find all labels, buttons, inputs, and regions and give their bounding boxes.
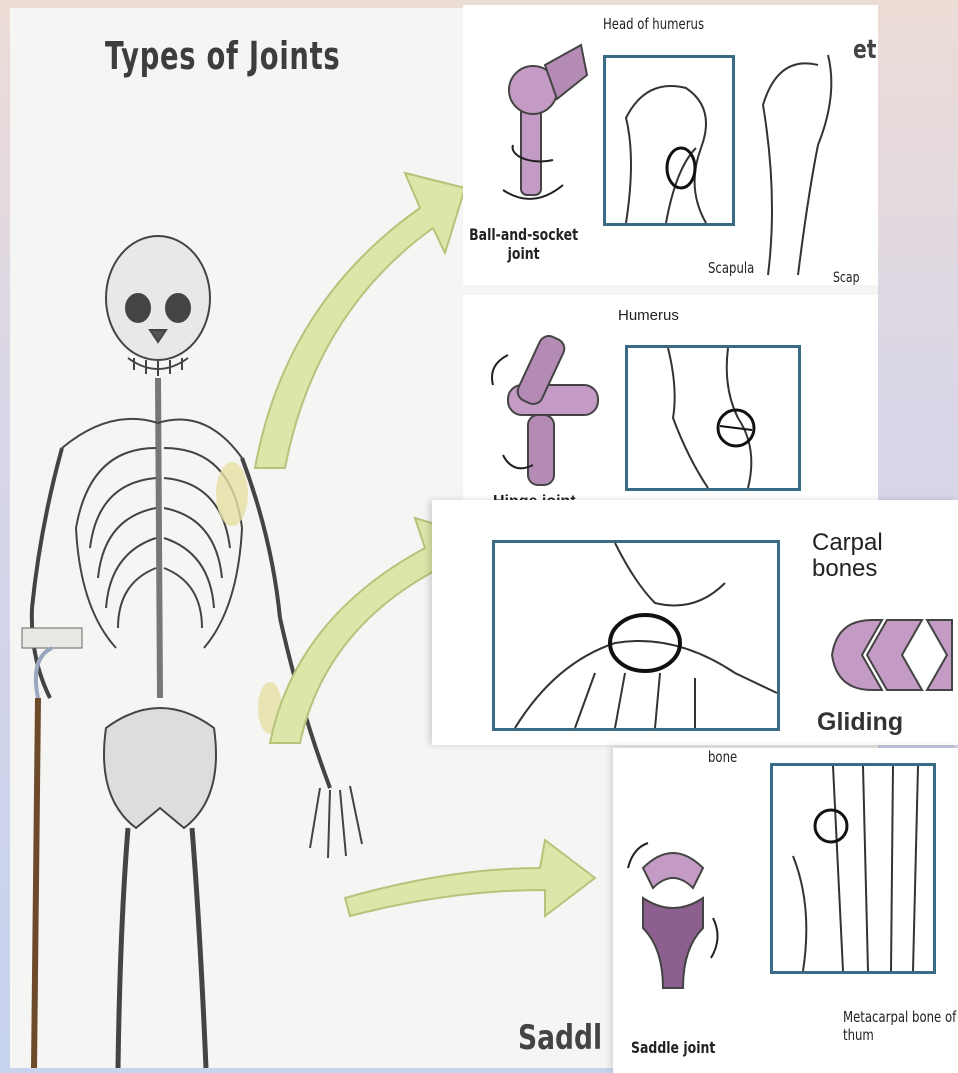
ball-and-socket-panel: Ball-and-socket joint Head of humerus Sc… — [463, 5, 878, 285]
cut-label-bottom: Scap — [833, 270, 860, 285]
wrist-xray-frame — [492, 540, 780, 731]
saddle-joint-label: Saddle joint — [631, 1038, 715, 1057]
arrow-to-ball-socket — [245, 153, 475, 473]
saddle-panel: Saddle joint bone Metacarpal bone of thu… — [613, 748, 958, 1073]
head-of-humerus-label: Head of humerus — [603, 15, 704, 33]
gliding-panel: Carpal bones Gliding — [432, 500, 958, 745]
gliding-joint-label: Gliding — [817, 708, 903, 737]
page-title: Types of Joints — [105, 34, 340, 78]
shoulder-detail-image — [758, 35, 878, 275]
bone-label: bone — [708, 748, 737, 766]
cut-label-top: et — [853, 35, 876, 65]
hinge-model-icon — [488, 335, 618, 495]
scapula-label: Scapula — [708, 259, 754, 277]
hinge-panel: Humerus Hinge joint — [463, 295, 878, 502]
shoulder-xray-frame — [603, 55, 735, 226]
ball-socket-model-icon — [483, 35, 593, 205]
ball-socket-joint-label: Ball-and-socket joint — [469, 225, 578, 263]
carpal-bones-label: Carpal bones — [812, 530, 932, 582]
arrow-to-saddle — [340, 828, 600, 918]
saddle-model-icon — [623, 838, 733, 1008]
metacarpal-label: Metacarpal bone of thum — [843, 1008, 958, 1044]
hand-xray-frame — [770, 763, 936, 974]
gliding-model-icon — [822, 610, 952, 700]
humerus-label: Humerus — [618, 307, 679, 324]
elbow-xray-frame — [625, 345, 801, 491]
saddle-cut-label: Saddl — [518, 1018, 602, 1058]
